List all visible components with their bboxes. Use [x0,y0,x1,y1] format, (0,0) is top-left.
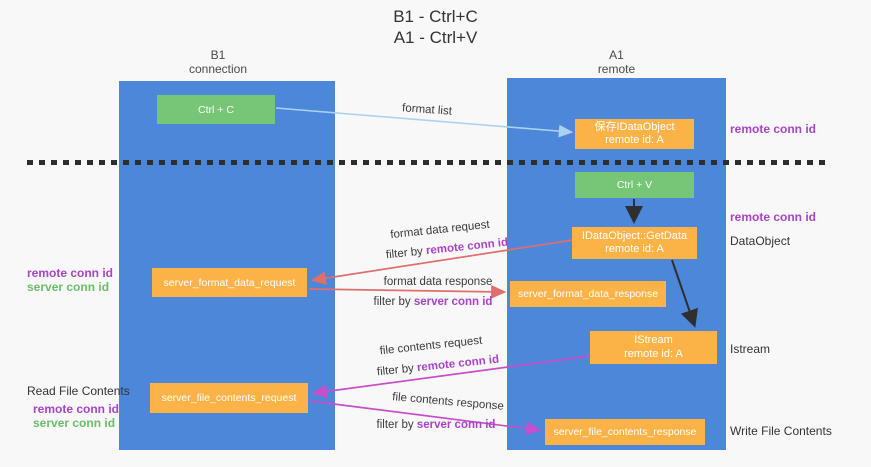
node-ctrl-c: Ctrl + C [157,95,275,124]
node-getdata-line2: remote id: A [605,243,664,255]
label-remote-conn-id-mid-left: remote conn id [27,266,114,280]
node-istream: IStream remote id: A [590,331,717,364]
node-server-file-contents-response: server_file_contents_response [545,419,705,445]
node-ctrl-v: Ctrl + V [575,172,694,198]
node-save-idataobject: 保存IDataObject remote id: A [575,119,694,149]
node-istream-line1: IStream [634,334,673,346]
lane-a1-role: remote [597,62,636,76]
lane-b1-role: connection [188,62,248,76]
session-separator-dashed-line [27,160,831,165]
filter-by-text: filter by [373,296,411,308]
filter-by-text: filter by [376,419,414,431]
remote-conn-id-text: remote conn id [416,353,500,375]
lane-header-a1: A1 remote [507,48,726,76]
label-write-file-contents: Write File Contents [730,424,832,438]
edge-label-format-data-response: format data response [383,276,493,288]
node-server-format-data-request: server_format_data_request [152,268,307,297]
node-save-idataobject-line2: remote id: A [605,134,664,146]
lane-a1-name: A1 [609,48,624,62]
edge-label-file-contents-request: file contents request [379,334,483,358]
node-server-format-data-response: server_format_data_response [510,281,666,307]
lane-header-b1: B1 connection [110,48,326,76]
edge-label-filter-remote-2: filter by remote conn id [376,354,499,379]
edge-label-format-list: format list [401,102,453,118]
title-line-2: A1 - Ctrl+V [393,28,478,47]
label-remote-conn-id-top-right: remote conn id [730,122,817,136]
node-istream-line2: remote id: A [624,347,683,360]
label-istream: Istream [730,342,771,356]
edge-label-file-contents-response: file contents response [391,391,505,413]
edge-label-format-data-request: format data request [389,218,491,242]
filter-by-text: filter by [385,245,424,262]
node-save-idataobject-line1: 保存IDataObject [594,120,675,133]
label-server-conn-id-mid-left: server conn id [27,280,110,294]
diagram-title: B1 - Ctrl+C A1 - Ctrl+V [0,6,871,48]
remote-conn-id-text: remote conn id [425,236,509,258]
server-conn-id-text: server conn id [413,296,493,308]
label-remote-conn-id-mid-right: remote conn id [730,210,817,224]
label-remote-conn-id-bottom-left: remote conn id [33,402,120,416]
label-server-conn-id-bottom-left: server conn id [33,416,116,430]
edge-label-filter-remote-1: filter by remote conn id [385,237,508,262]
title-line-1: B1 - Ctrl+C [393,7,478,26]
arrow-format-data-response [308,285,507,299]
filter-by-text: filter by [376,362,415,379]
node-getdata-line1: IDataObject::GetData [581,229,688,242]
label-read-file-contents: Read File Contents [27,384,130,398]
edge-label-filter-server-1: filter by server conn id [374,296,493,308]
server-conn-id-text: server conn id [416,419,496,431]
lane-b1-name: B1 [210,48,226,62]
node-idataobject-getdata: IDataObject::GetData remote id: A [572,227,697,259]
label-dataobject: DataObject [730,234,791,248]
node-server-file-contents-request: server_file_contents_request [150,383,308,413]
edge-label-filter-server-2: filter by server conn id [377,419,496,431]
